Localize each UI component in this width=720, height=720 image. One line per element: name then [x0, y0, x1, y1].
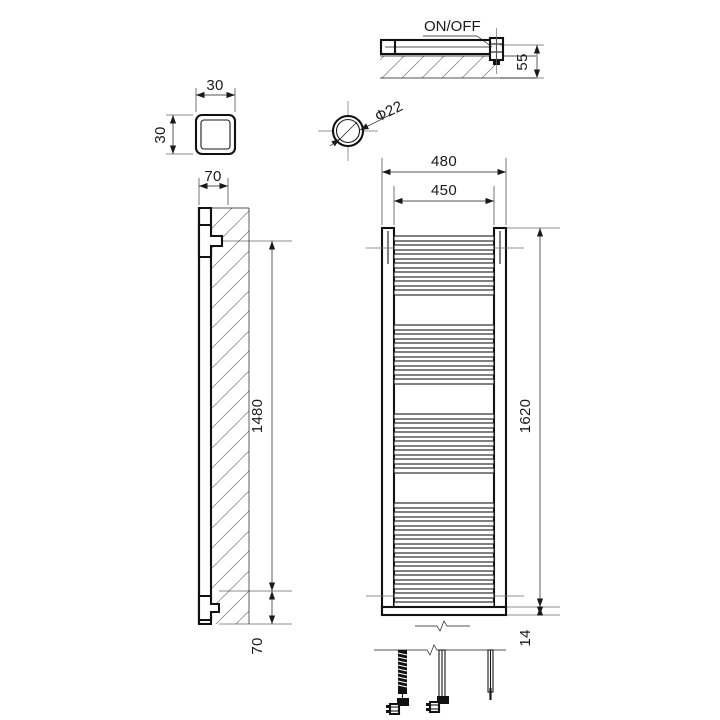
dimension-30-width-text: 30 — [206, 77, 223, 94]
break-line-upper — [415, 620, 470, 632]
top-rail-tube — [379, 38, 496, 56]
onoff-label: ON/OFF — [424, 18, 481, 35]
dimension-1620: 1620 — [506, 227, 560, 608]
coiled-cable — [386, 650, 409, 716]
side-elevation-view: 70 1480 70 — [197, 168, 292, 655]
dimension-70-bottom: 70 — [219, 591, 292, 655]
dimension-1620-text: 1620 — [517, 399, 534, 434]
dimension-30-width: 30 — [195, 77, 236, 112]
dimension-70-depth-text: 70 — [204, 168, 221, 185]
dimension-55: 55 — [500, 44, 544, 79]
rung-group-1 — [393, 235, 495, 296]
straight-cable-plug — [426, 649, 449, 714]
front-elevation-view: 480 450 1620 14 — [366, 153, 560, 647]
wall-bracket-lower — [197, 594, 221, 622]
top-switch-view: ON/OFF 55 — [379, 18, 544, 79]
dimension-30-height-text: 30 — [152, 126, 169, 143]
dimension-14: 14 — [506, 606, 560, 647]
rung-group-2 — [393, 324, 495, 385]
rung-group-4 — [393, 502, 495, 608]
dimension-70-bottom-text: 70 — [249, 637, 266, 654]
square-profile-view: 30 30 — [152, 77, 237, 156]
dimension-450-text: 450 — [431, 182, 457, 199]
left-vertical-post — [380, 226, 396, 616]
rung-group-3 — [393, 413, 495, 474]
bottom-base-bar — [380, 605, 508, 617]
onoff-switch-body — [488, 28, 505, 74]
onoff-leader — [423, 35, 493, 48]
diameter-22-leader — [329, 113, 393, 147]
plain-cable — [487, 649, 494, 700]
wall-bracket-upper — [197, 223, 224, 259]
side-rail-profile — [197, 206, 213, 626]
dimension-55-text: 55 — [514, 53, 531, 70]
wall-hatch-top — [380, 55, 536, 79]
cable-connection-view — [374, 644, 506, 716]
right-vertical-post — [492, 226, 508, 616]
dimension-450: 450 — [393, 182, 495, 225]
dimension-70-depth: 70 — [198, 168, 229, 205]
dimension-480-text: 480 — [431, 153, 457, 170]
dimension-30-height: 30 — [152, 114, 193, 155]
dimension-1480-text: 1480 — [249, 399, 266, 434]
cable-baseline — [374, 644, 506, 656]
diameter-22-text: Ф22 — [372, 98, 406, 126]
round-profile-view: Ф22 — [318, 98, 406, 161]
dimension-1480: 1480 — [219, 240, 292, 592]
dimension-14-text: 14 — [517, 629, 534, 646]
dimension-480: 480 — [381, 153, 507, 225]
wall-section — [211, 207, 250, 624]
